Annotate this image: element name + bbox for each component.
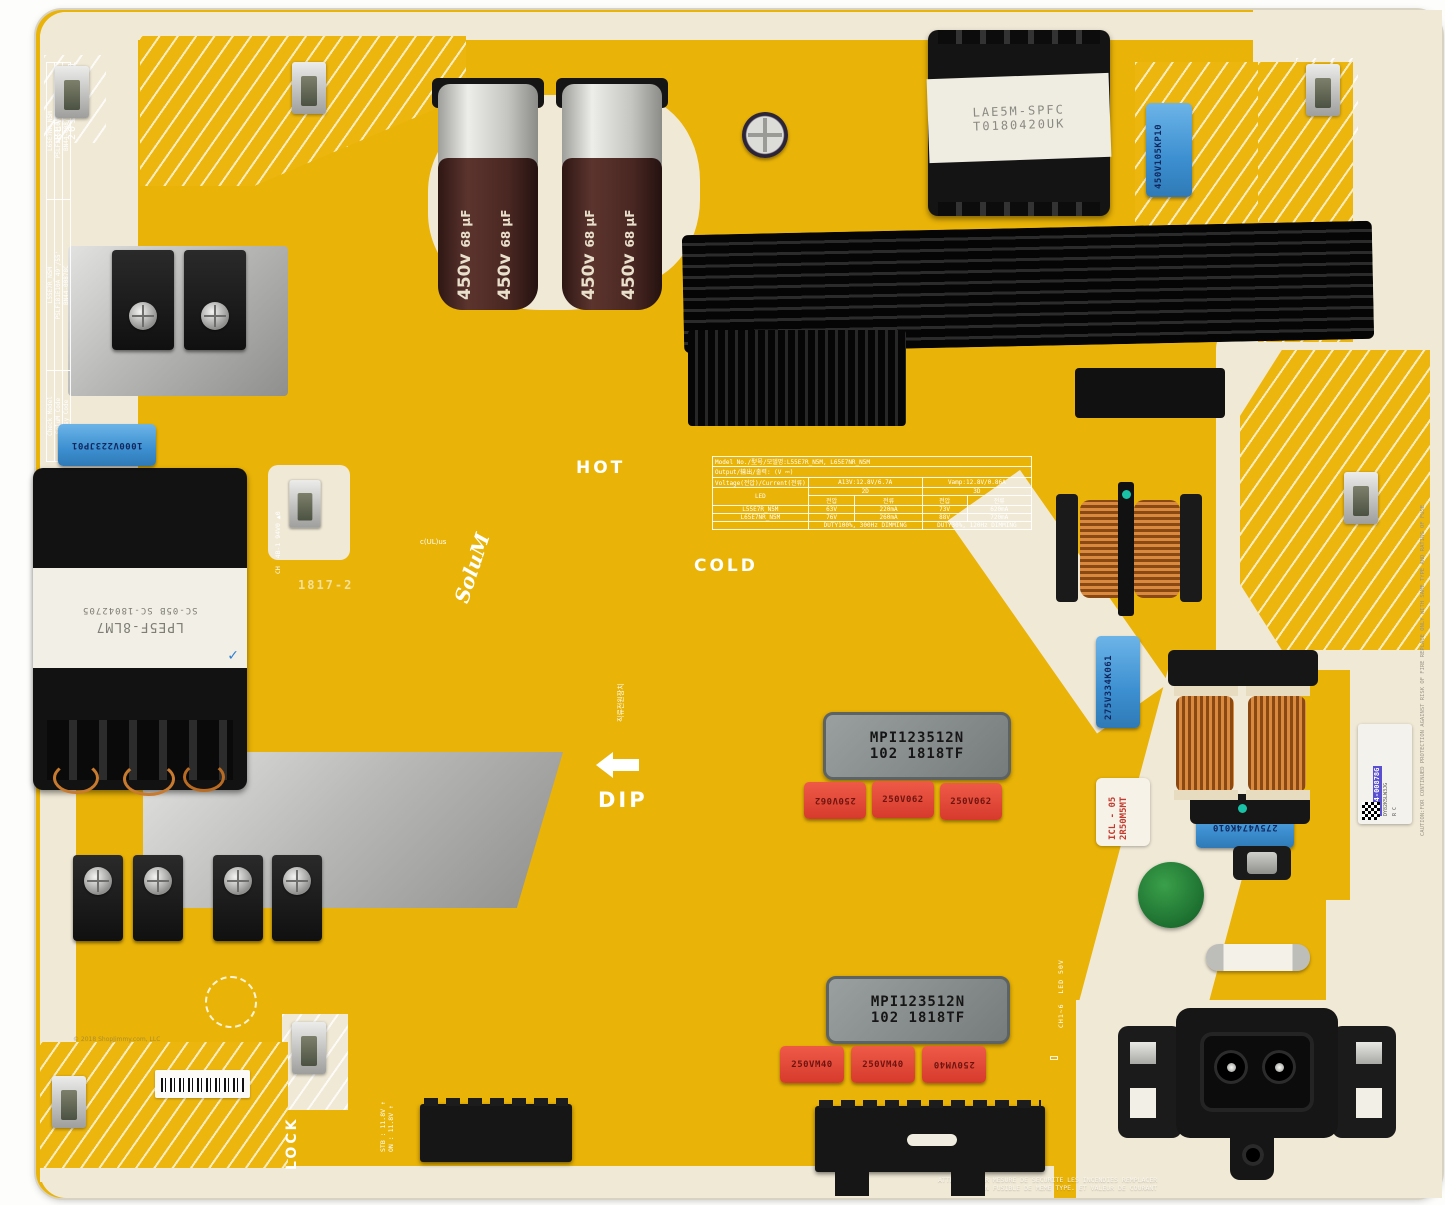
dip-arrow [596,752,639,778]
inductor-lx803s [1233,846,1291,880]
heatsink-input [68,246,288,396]
cap-c9401: 250V062 [804,782,866,819]
lug7 [55,66,89,118]
cold-label: COLD [694,556,758,576]
ul-line: CH 4B-1 94V0 ▲0 [274,511,282,574]
transistor-dm852c [73,855,123,941]
french-warning: ATTENTION:PAR MESURE DE SECURITE LES INC… [938,1176,1158,1192]
lug5 [1306,64,1340,116]
hatch-bottom-left [40,1042,288,1168]
connector-cnl801 [815,1100,1045,1196]
ch-note: CH1~6 LED 50V [1057,959,1065,1028]
cap-250v-2: 250VM40 [851,1046,915,1083]
cap-c9501: 250V062 [872,781,934,818]
lug2 [52,1076,86,1128]
ul-mark: c(UL)us [420,538,447,546]
model-output: Output/输出/출력: (V ⎓) [712,466,1032,478]
heatsink-main-fins [688,330,906,426]
label-rc: R C [1392,806,1398,816]
zone-ac-right [1326,900,1442,1010]
cm859-outline [205,976,257,1028]
ac-inlet-cn801s [1118,1008,1396,1180]
part-number-label: CN07 BN44-00878G DY82K5LW3JG R C [1358,724,1412,824]
lug6 [292,62,326,114]
model-title: Model No./型号/모델명:L55E7R_N5M, L65E7NR_N5M [712,456,1032,467]
caution-side: CAUTION:FOR CONTINUED PROTECTION AGAINST… [1420,505,1428,836]
cap-250v-3: 250VM40 [922,1046,986,1083]
cap-c9601: 250V062 [940,783,1002,820]
cap-450v-1: 450v 68 µF 450v 68 µF [432,76,544,312]
model-table: Model No./型号/모델명:L55E7R_N5M, L65E7NR_N5M… [712,456,1033,530]
inductor-lx801s [1162,650,1330,824]
barcode-label [155,1070,250,1098]
fuse-fp801s [1206,944,1310,971]
date-code: 1817-2 [298,578,354,592]
cnl801-pinout [1050,1056,1058,1060]
lug3 [292,1022,326,1074]
cap-1000v: 1000V223JP01 [58,424,156,466]
cap-450v-2: 450v 68 µF 450v 68 µF [556,76,668,312]
korean-side: 직류전원장치 [617,683,625,722]
cap-cx802s: 275V334K061 [1096,636,1140,728]
dip-label: DIP [598,788,648,812]
cap-cp801s: 450V105KP10 [1146,103,1192,197]
stb-note: STB : 11.8V ↑ON : 11.8V ↑ [379,1101,395,1152]
bridge-b0801s [1075,368,1225,418]
cap-cp807 [742,112,788,158]
transistor-dm853c [213,855,263,941]
varistor-vx801s [1138,862,1204,928]
hot-label: HOT [576,458,626,478]
lug4 [289,480,321,528]
qr-code [1362,802,1380,820]
cap-250v-1: 250VM40 [780,1046,844,1083]
transistor-dm854c [133,855,183,941]
transistor-qm801 [184,250,246,350]
pcb-board [36,10,1442,1198]
transistor-dm851c [272,855,322,941]
qc-check: ✓ [227,648,239,664]
hatch-hexagon [1240,350,1430,650]
lug1 [1344,472,1378,524]
inductor-lx802s [1056,482,1202,616]
transistor-qm802 [112,250,174,350]
connector-cnm801 [420,1098,572,1162]
lock-label: LOCK [284,1116,300,1170]
label-sn: DY82K5LW3JG [1383,782,1389,816]
board-edge-top [40,12,1438,40]
watermark: © 2018 ShopJimmy.com, LLC [73,1036,161,1043]
